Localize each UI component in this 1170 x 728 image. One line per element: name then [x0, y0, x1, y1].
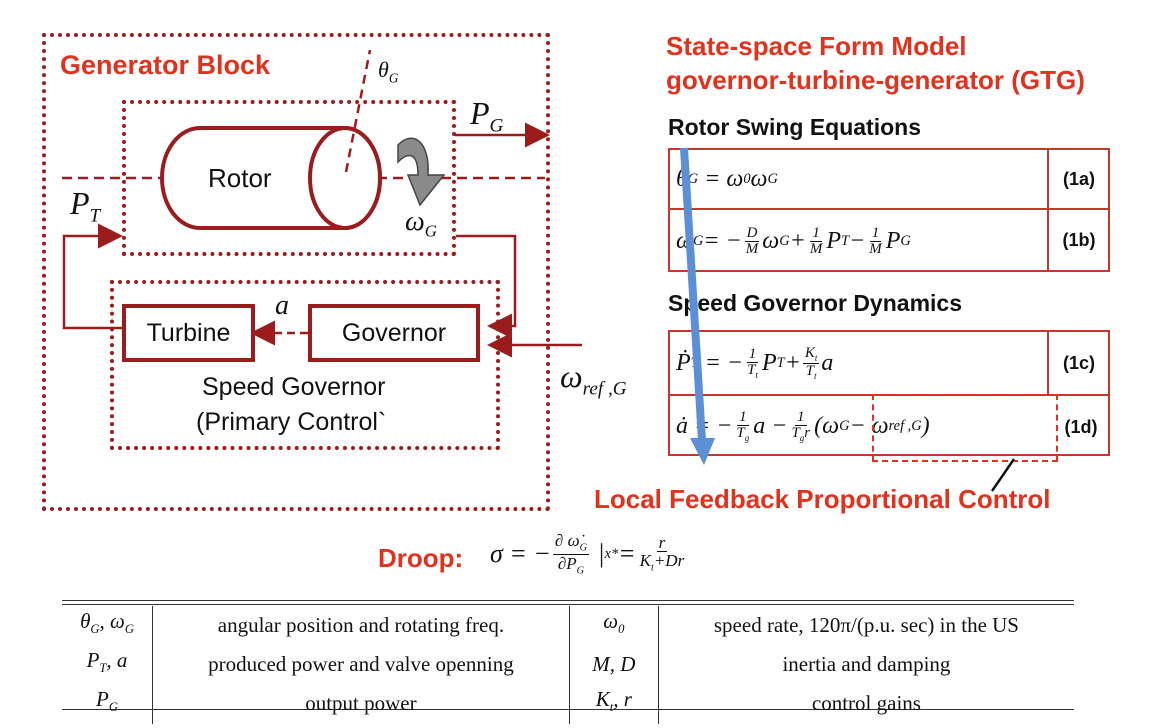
variables-table: θG, ωG angular position and rotating fre…: [62, 606, 1074, 724]
feedback-label: Local Feedback Proportional Control: [594, 484, 1051, 514]
rotor-equations-box: [668, 148, 1110, 272]
primary-control-label: (Primary Control`: [196, 408, 387, 436]
speed-governor-frame: [110, 280, 500, 450]
turbine-label: Turbine: [146, 318, 231, 347]
table-row: PT, a produced power and valve openning …: [62, 645, 1074, 685]
p-g-symbol: PG: [470, 95, 504, 137]
table-row: PG output power Kt, r control gains: [62, 684, 1074, 724]
feedback-highlight-box: [872, 394, 1058, 462]
feedback-pointer: [990, 458, 1016, 492]
generator-connections: [62, 49, 582, 358]
governor-equations-box: [668, 330, 1110, 456]
governor-block: Governor: [308, 304, 480, 362]
theta-g-symbol: θG: [378, 57, 399, 86]
omega-g-symbol: ωG: [405, 206, 437, 241]
p-t-symbol: PT: [70, 185, 101, 227]
equation-1c-label: (1c): [1062, 352, 1095, 373]
rotor-label: Rotor: [208, 163, 272, 193]
equation-1d-label: (1d): [1064, 416, 1098, 437]
rotor-frame: [122, 100, 456, 256]
model-title-line1: State-space Form Model: [666, 31, 967, 61]
speed-governor-heading: Speed Governor Dynamics: [668, 290, 962, 316]
blue-arrow: [680, 147, 715, 465]
equation-1a-label: (1a): [1062, 168, 1095, 189]
droop-label: Droop:: [378, 543, 464, 573]
a-symbol: a: [275, 290, 289, 321]
equation-1b-label: (1b): [1062, 229, 1096, 250]
governor-label: Governor: [341, 318, 447, 347]
generator-block-title: Generator Block: [60, 50, 271, 80]
omega-ref-symbol: ωref ,G: [560, 358, 627, 400]
speed-governor-label: Speed Governor: [202, 373, 386, 401]
table-row: θG, ωG angular position and rotating fre…: [62, 606, 1074, 646]
generator-block-frame: [42, 33, 550, 511]
turbine-block: Turbine: [122, 304, 255, 362]
rotor-swing-heading: Rotor Swing Equations: [668, 114, 921, 140]
model-title-line2: governor-turbine-generator (GTG): [666, 65, 1085, 95]
